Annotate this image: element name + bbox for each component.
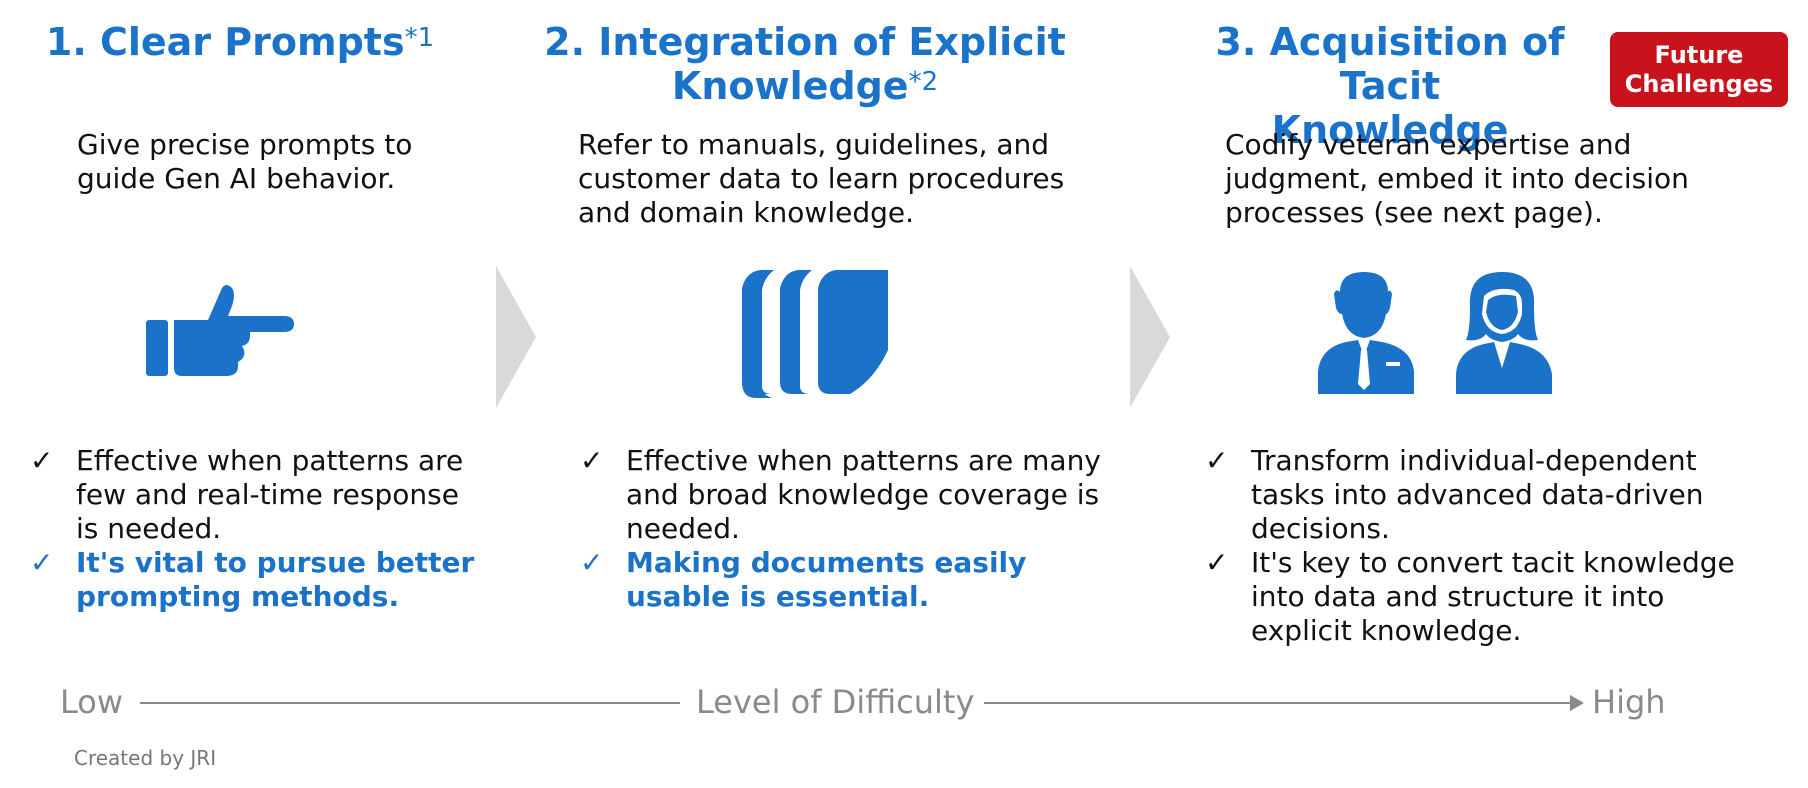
bullet-line: Effective when patterns are many [626,444,1101,477]
bullet-line: Making documents easily [626,546,1027,579]
check-icon: ✓ [580,546,604,579]
bullet-line: It's key to convert tacit knowledge [1251,546,1735,579]
chevron-right-icon [1130,266,1170,408]
badge-line1: Future [1654,40,1744,69]
column-1-bullets: ✓ Effective when patterns are few and re… [30,444,490,614]
bullet-line: decisions. [1251,512,1390,545]
list-item: ✓ Transform individual-dependent tasks i… [1205,444,1795,546]
column-3-description-line2: judgment, embed it into decision [1225,162,1689,195]
axis-arrow-icon [1570,695,1584,711]
axis-low-label: Low [60,683,124,721]
column-2-title-line2: Knowledge [671,64,909,108]
bullet-line: explicit knowledge. [1251,614,1522,647]
column-1-title-text: 1. Clear Prompts [45,20,405,64]
column-2-title-line1: 2. Integration of Explicit [544,20,1066,64]
axis-line-left [140,702,680,704]
column-3-title-line2: Knowledge [1271,108,1509,152]
books-icon [742,270,888,398]
column-2-description: Refer to manuals, guidelines, and custom… [578,128,1078,230]
bullet-line: is needed. [76,512,222,545]
column-3-title: 3. Acquisition of Tacit Knowledge [1160,20,1620,152]
check-icon: ✓ [1205,444,1229,477]
future-challenges-badge: Future Challenges [1610,32,1788,107]
axis-line-right [984,702,1572,704]
list-item: ✓ Effective when patterns are many and b… [580,444,1120,546]
bullet-line: needed. [626,512,740,545]
bullet-line: few and real-time response [76,478,459,511]
check-icon: ✓ [1205,546,1229,579]
bullet-line: Effective when patterns are [76,444,464,477]
column-1-footnote-marker: *1 [404,23,435,53]
bullet-line: and broad knowledge coverage is [626,478,1100,511]
column-1-title: 1. Clear Prompts*1 [40,20,440,64]
bullet-line: It's vital to pursue better [76,546,475,579]
check-icon: ✓ [30,444,54,477]
column-1-description-line2: guide Gen AI behavior. [77,162,396,195]
list-item: ✓ Effective when patterns are few and re… [30,444,490,546]
cropped-footnote [60,780,1300,788]
check-icon: ✓ [30,546,54,579]
column-2-bullets: ✓ Effective when patterns are many and b… [580,444,1120,614]
axis-title: Level of Difficulty [696,683,975,721]
bullet-line: tasks into advanced data-driven [1251,478,1704,511]
column-3-bullets: ✓ Transform individual-dependent tasks i… [1205,444,1795,648]
list-item: ✓ It's vital to pursue better prompting … [30,546,490,614]
column-2-title: 2. Integration of Explicit Knowledge*2 [540,20,1070,108]
column-2-footnote-marker: *2 [908,67,939,97]
axis-high-label: High [1592,683,1666,721]
people-icon [1318,272,1552,394]
list-item: ✓ It's key to convert tacit knowledge in… [1205,546,1795,648]
bullet-line: usable is essential. [626,580,930,613]
pointing-hand-icon [146,285,294,376]
column-3-description-line3: processes (see next page). [1225,196,1603,229]
column-2-description-line3: and domain knowledge. [578,196,915,229]
column-2-description-line2: customer data to learn procedures [578,162,1065,195]
column-3-title-line1: 3. Acquisition of Tacit [1215,20,1565,108]
badge-line2: Challenges [1624,69,1774,98]
list-item: ✓ Making documents easily usable is esse… [580,546,1120,614]
check-icon: ✓ [580,444,604,477]
credit-text: Created by JRI [74,746,217,770]
cropped-heading [0,0,1808,6]
bullet-line: prompting methods. [76,580,400,613]
column-1-description-line1: Give precise prompts to [77,128,413,161]
chevron-right-icon [496,266,536,408]
column-3-description-line1: Codify veteran expertise and [1225,128,1632,161]
column-1-description: Give precise prompts to guide Gen AI beh… [77,128,497,196]
column-3-description: Codify veteran expertise and judgment, e… [1225,128,1725,230]
bullet-line: into data and structure it into [1251,580,1665,613]
column-2-description-line1: Refer to manuals, guidelines, and [578,128,1050,161]
bullet-line: Transform individual-dependent [1251,444,1697,477]
